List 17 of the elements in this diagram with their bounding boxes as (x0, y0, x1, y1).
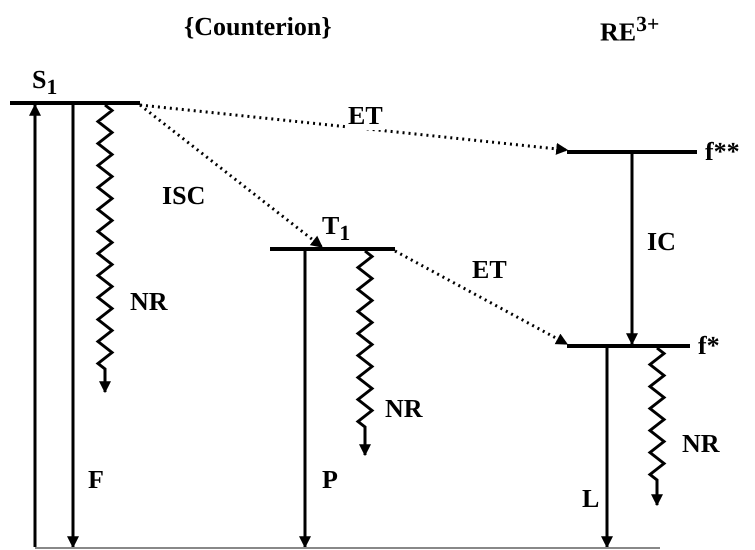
wavy-arrow (96, 104, 114, 394)
arrow (299, 251, 311, 548)
column-heading: RE$^{3+}$ (600, 14, 660, 46)
level-label: S$_{1}$ (32, 67, 58, 99)
dotted-arrow (394, 250, 568, 346)
column-heading: {Counterion} (184, 14, 332, 40)
arrow (67, 105, 79, 548)
arrow (601, 348, 613, 548)
dotted-arrow (140, 104, 568, 155)
arrow (29, 104, 41, 547)
level-label: f* (698, 333, 720, 359)
level-label: T$_{1}$ (322, 213, 350, 245)
wavy-arrow (648, 346, 666, 506)
wavy-arrow (356, 250, 374, 456)
dotted-arrow (139, 104, 323, 248)
arrow (626, 154, 638, 346)
level-label: f** (705, 139, 740, 165)
